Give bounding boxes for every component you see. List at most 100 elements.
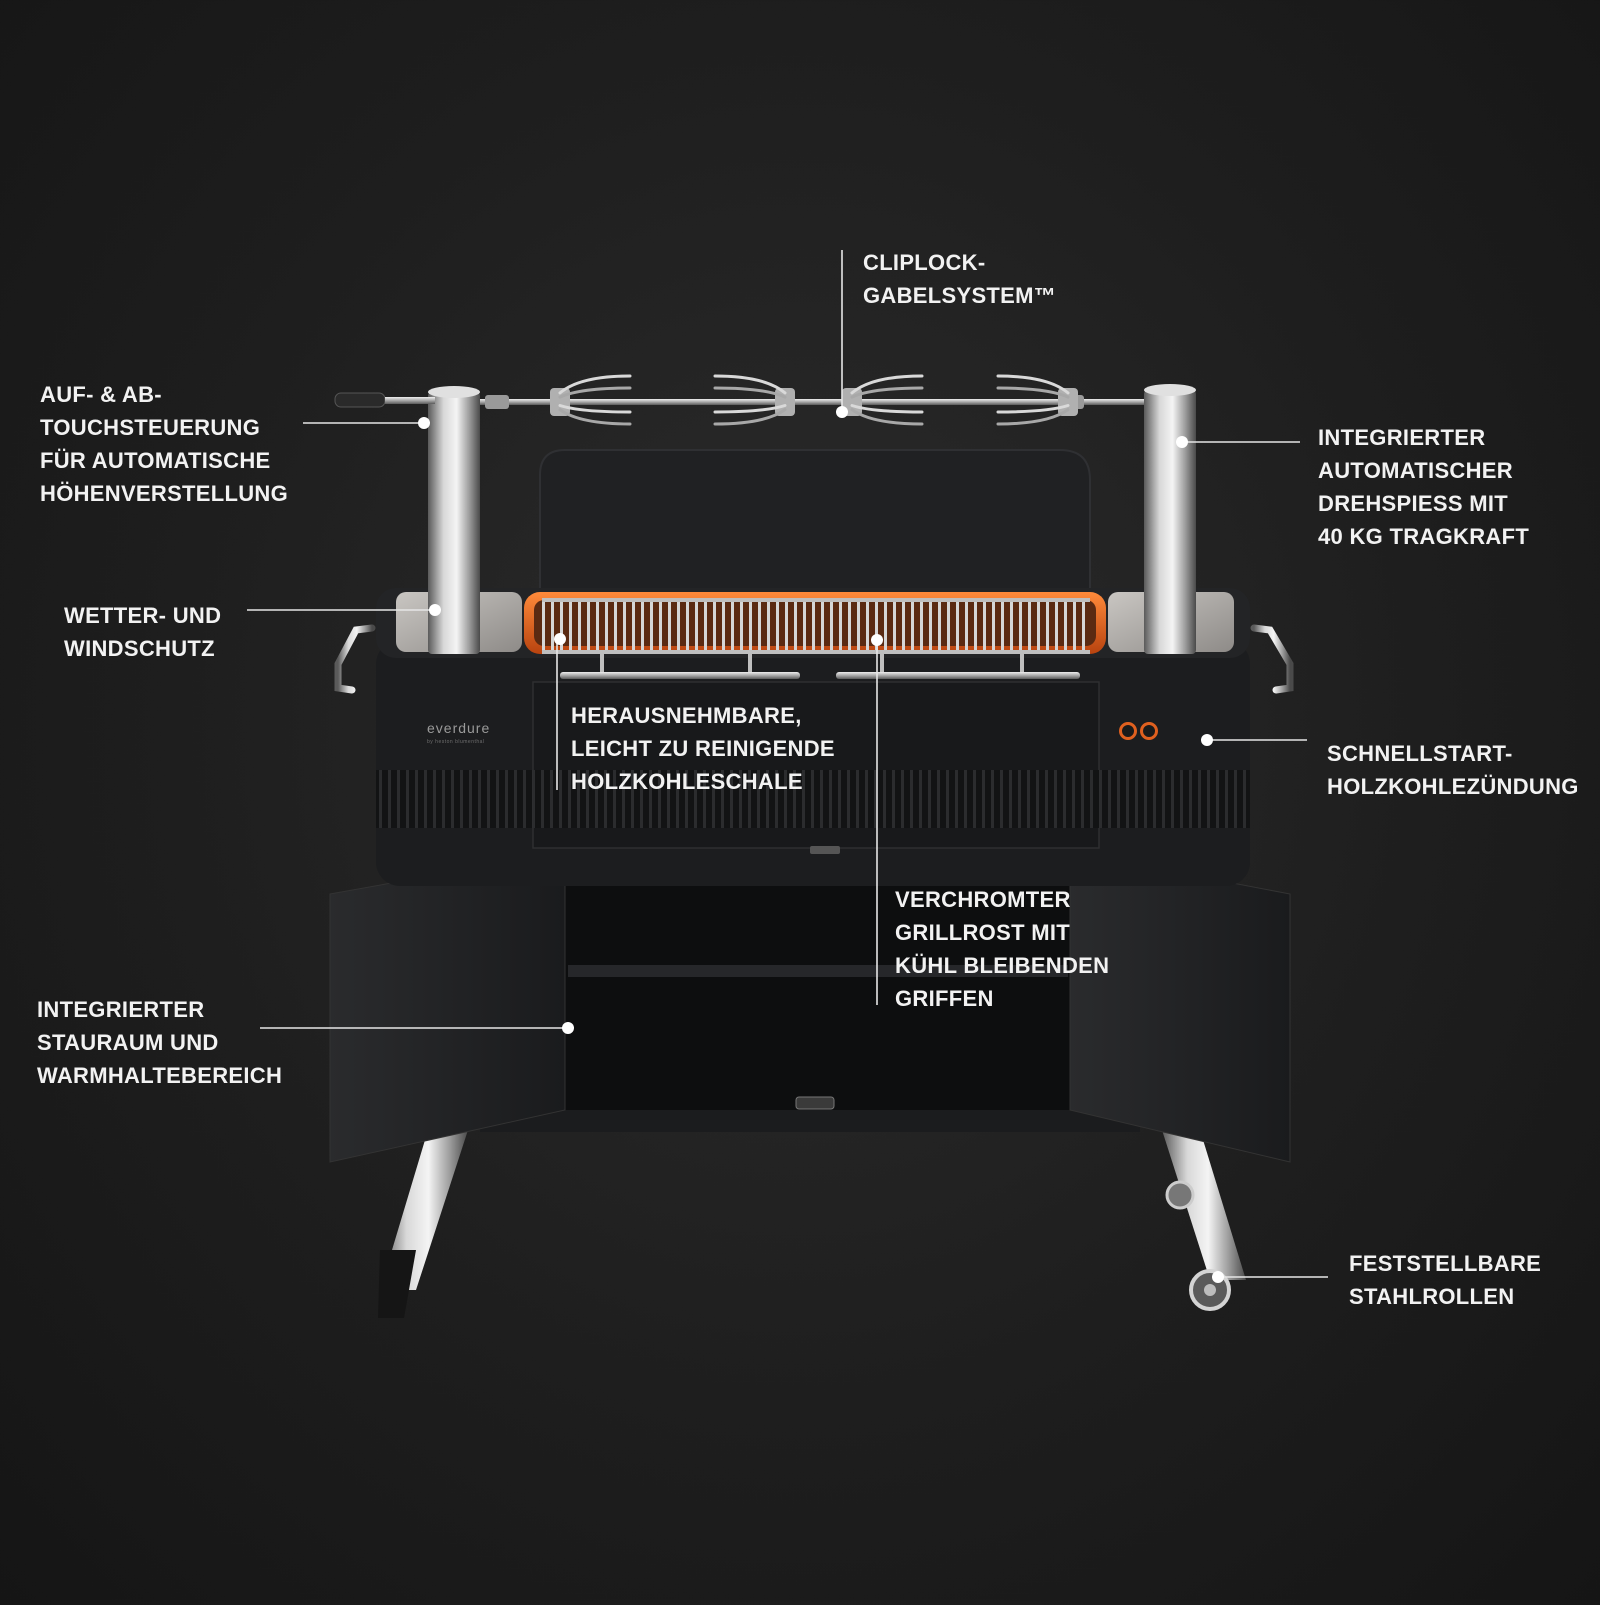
grill-body — [376, 640, 1250, 886]
side-handles — [334, 624, 1294, 694]
grate-bar — [758, 602, 761, 654]
grate-bar — [929, 602, 932, 654]
grate-bar — [1028, 602, 1031, 654]
grate-handles — [560, 672, 1080, 679]
grate-bar — [776, 602, 779, 654]
grate-bar — [605, 602, 608, 654]
brand-tagline: by heston blumenthal — [427, 739, 485, 745]
grate-frame — [748, 650, 752, 672]
callout-charcoal-tray: HERAUSNEHMBARE, LEICHT ZU REINIGENDE HOL… — [571, 703, 835, 794]
grill-grate — [542, 598, 1090, 672]
grate-bar — [1019, 602, 1022, 654]
grate-bar — [1010, 602, 1013, 654]
grate-bar — [542, 602, 545, 654]
grate-bar — [785, 602, 788, 654]
grate-bar — [668, 602, 671, 654]
callout-dot-rotisserie — [1176, 436, 1188, 448]
grate-bar — [569, 602, 572, 654]
callout-dot-tray — [554, 633, 566, 645]
callout-dot-ignition — [1201, 734, 1213, 746]
grate-bar — [821, 602, 824, 654]
wind-shield — [539, 449, 1091, 601]
grate-bar — [695, 602, 698, 654]
grate-bar — [1037, 602, 1040, 654]
callout-rotisserie: INTEGRIERTER AUTOMATISCHER DREHSPIESS MI… — [1318, 425, 1530, 549]
grate-bar — [641, 602, 644, 654]
ignition-buttons — [1119, 722, 1158, 740]
grate-bar — [677, 602, 680, 654]
grate-bar — [956, 602, 959, 654]
callout-dot-grill — [871, 634, 883, 646]
callout-dot-touch — [418, 417, 430, 429]
wheel-icon — [1165, 1180, 1231, 1311]
grate-bar — [650, 602, 653, 654]
grate-bar — [704, 602, 707, 654]
grate-bar — [1046, 602, 1049, 654]
grate-bar — [983, 602, 986, 654]
callout-storage: INTEGRIERTER STAURAUM UND WARMHALTEBEREI… — [37, 997, 283, 1088]
grate-frame — [880, 650, 884, 672]
cabinet — [480, 840, 1140, 1132]
grate-bar — [947, 602, 950, 654]
grate-bar — [596, 602, 599, 654]
grate-bar — [1001, 602, 1004, 654]
grate-frame — [600, 650, 604, 672]
grate-bar — [1055, 602, 1058, 654]
callout-grill-grate: VERCHROMTER GRILLROST MIT KÜHL BLEIBENDE… — [895, 887, 1110, 1011]
grate-bar — [920, 602, 923, 654]
grate-frame — [542, 650, 1090, 654]
grate-bar — [812, 602, 815, 654]
cabinet-doors — [329, 851, 1291, 1163]
grate-bar — [938, 602, 941, 654]
grate-bar — [659, 602, 662, 654]
callout-wheels: FESTSTELLBARE STAHLROLLEN — [1349, 1251, 1542, 1309]
callout-dot-wheels — [1212, 1271, 1224, 1283]
grate-bar — [803, 602, 806, 654]
grate-bar — [686, 602, 689, 654]
fork-icon — [713, 374, 795, 426]
grate-bar — [713, 602, 716, 654]
callout-wind-shield: WETTER- UND WINDSCHUTZ — [64, 603, 222, 661]
grate-bar — [884, 602, 887, 654]
grate-bar — [866, 602, 869, 654]
brand-logo: everdure — [427, 720, 490, 736]
fork-icon — [550, 374, 632, 426]
grate-bar — [992, 602, 995, 654]
grate-bar — [902, 602, 905, 654]
grate-bar — [839, 602, 842, 654]
callout-ignition: SCHNELLSTART- HOLZKOHLEZÜNDUNG — [1327, 741, 1579, 799]
callout-dots — [418, 406, 1224, 1283]
fork-icon — [996, 374, 1078, 426]
rotisserie-towers — [428, 384, 1196, 654]
grate-bar — [911, 602, 914, 654]
grate-bar — [551, 602, 554, 654]
callout-dot-storage — [562, 1022, 574, 1034]
grate-bar — [1082, 602, 1085, 654]
grate-bar — [848, 602, 851, 654]
grate-bar — [857, 602, 860, 654]
grate-bar — [623, 602, 626, 654]
callout-dot-windshield — [429, 604, 441, 616]
grate-bar — [794, 602, 797, 654]
grate-frame — [542, 598, 1090, 602]
grate-bar — [587, 602, 590, 654]
grate-bar — [893, 602, 896, 654]
grate-bar — [578, 602, 581, 654]
grate-bar — [731, 602, 734, 654]
grate-bar — [614, 602, 617, 654]
grate-bar — [1073, 602, 1076, 654]
grate-bar — [722, 602, 725, 654]
grate-bar — [767, 602, 770, 654]
grate-bar — [965, 602, 968, 654]
grate-bar — [875, 602, 878, 654]
callout-touch-control: AUF- & AB- TOUCHSTEUERUNG FÜR AUTOMATISC… — [40, 382, 289, 506]
grate-bar — [632, 602, 635, 654]
grate-frame — [1020, 650, 1024, 672]
callout-cliplock: CLIPLOCK- GABELSYSTEM™ — [863, 250, 1057, 308]
grate-bar — [830, 602, 833, 654]
grate-bar — [749, 602, 752, 654]
grate-bar — [974, 602, 977, 654]
grate-bar — [740, 602, 743, 654]
